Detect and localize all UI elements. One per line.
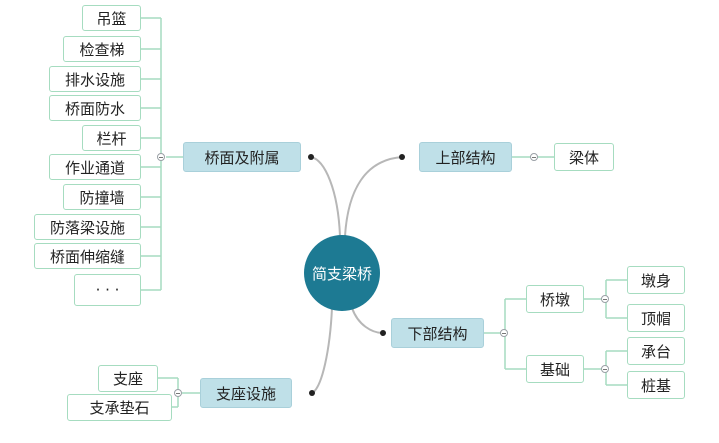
node-pier-child[interactable]: 顶帽 — [627, 304, 685, 332]
node-foundation[interactable]: 基础 — [526, 355, 584, 383]
node-deck-child[interactable]: 桥面伸缩缝 — [34, 243, 141, 269]
node-label: 梁体 — [568, 148, 599, 167]
connector-dot — [309, 390, 315, 396]
node-deck-child[interactable]: 防撞墙 — [63, 184, 141, 210]
node-lower-label: 下部结构 — [407, 324, 468, 343]
connector-dot — [308, 154, 314, 160]
node-label: 栏杆 — [96, 129, 127, 148]
node-label: 承台 — [640, 342, 671, 361]
node-lower[interactable]: 下部结构 — [391, 318, 484, 348]
node-pier[interactable]: 桥墩 — [526, 285, 584, 313]
node-bearing-child[interactable]: 支承垫石 — [67, 394, 172, 421]
node-bearing[interactable]: 支座设施 — [200, 378, 292, 408]
collapse-toggle-lower[interactable] — [500, 329, 508, 337]
connector-root-bearing — [311, 307, 333, 394]
node-deck-child[interactable]: 桥面防水 — [49, 95, 141, 121]
node-label: 防落梁设施 — [49, 218, 125, 237]
root-node[interactable]: 简支梁桥 — [304, 235, 380, 311]
connector-dot — [380, 330, 386, 336]
node-deck[interactable]: 桥面及附属 — [183, 142, 301, 172]
connector-root-lower — [351, 307, 384, 334]
collapse-toggle-pier[interactable] — [601, 295, 609, 303]
node-deck-child[interactable]: 防落梁设施 — [34, 214, 141, 240]
node-deck-child[interactable]: 排水设施 — [49, 66, 141, 92]
connector-root-deck — [310, 156, 341, 237]
node-label: 支承垫石 — [89, 399, 150, 417]
collapse-toggle-upper[interactable] — [530, 153, 538, 161]
node-label: 防撞墙 — [79, 188, 125, 207]
connector-dot — [399, 154, 405, 160]
root-node-label: 简支梁桥 — [311, 264, 372, 283]
node-upper-child[interactable]: 梁体 — [554, 143, 614, 171]
node-foundation-child[interactable]: 承台 — [627, 337, 685, 365]
node-label: 墩身 — [640, 271, 671, 290]
node-deck-label: 桥面及附属 — [204, 148, 280, 167]
connector-root-upper — [344, 156, 403, 237]
node-label: 顶帽 — [640, 309, 671, 328]
node-label: 桥墩 — [539, 290, 570, 309]
node-deck-child-ellipsis[interactable]: · · · — [74, 274, 141, 306]
collapse-toggle-foundation[interactable] — [601, 365, 609, 373]
node-deck-child[interactable]: 栏杆 — [82, 125, 141, 151]
node-label: 检查梯 — [79, 40, 125, 59]
node-label: · · · — [95, 281, 120, 299]
node-foundation-child[interactable]: 桩基 — [627, 371, 685, 399]
node-label: 支座 — [112, 370, 143, 388]
node-label: 吊篮 — [96, 9, 127, 28]
node-label: 排水设施 — [64, 70, 125, 89]
node-label: 桥面伸缩缝 — [49, 247, 125, 266]
node-label: 作业通道 — [64, 158, 125, 177]
node-bearing-child[interactable]: 支座 — [98, 365, 158, 392]
node-upper[interactable]: 上部结构 — [419, 142, 512, 172]
node-upper-label: 上部结构 — [435, 148, 496, 167]
node-deck-child[interactable]: 检查梯 — [63, 36, 141, 62]
node-pier-child[interactable]: 墩身 — [627, 266, 685, 294]
collapse-toggle-bearing[interactable] — [174, 389, 182, 397]
node-bearing-label: 支座设施 — [215, 384, 276, 403]
collapse-toggle-deck[interactable] — [157, 153, 165, 161]
node-label: 桩基 — [640, 376, 671, 395]
node-deck-child[interactable]: 吊篮 — [82, 5, 141, 31]
node-label: 基础 — [539, 360, 570, 379]
node-label: 桥面防水 — [64, 99, 125, 118]
node-deck-child[interactable]: 作业通道 — [49, 154, 141, 180]
